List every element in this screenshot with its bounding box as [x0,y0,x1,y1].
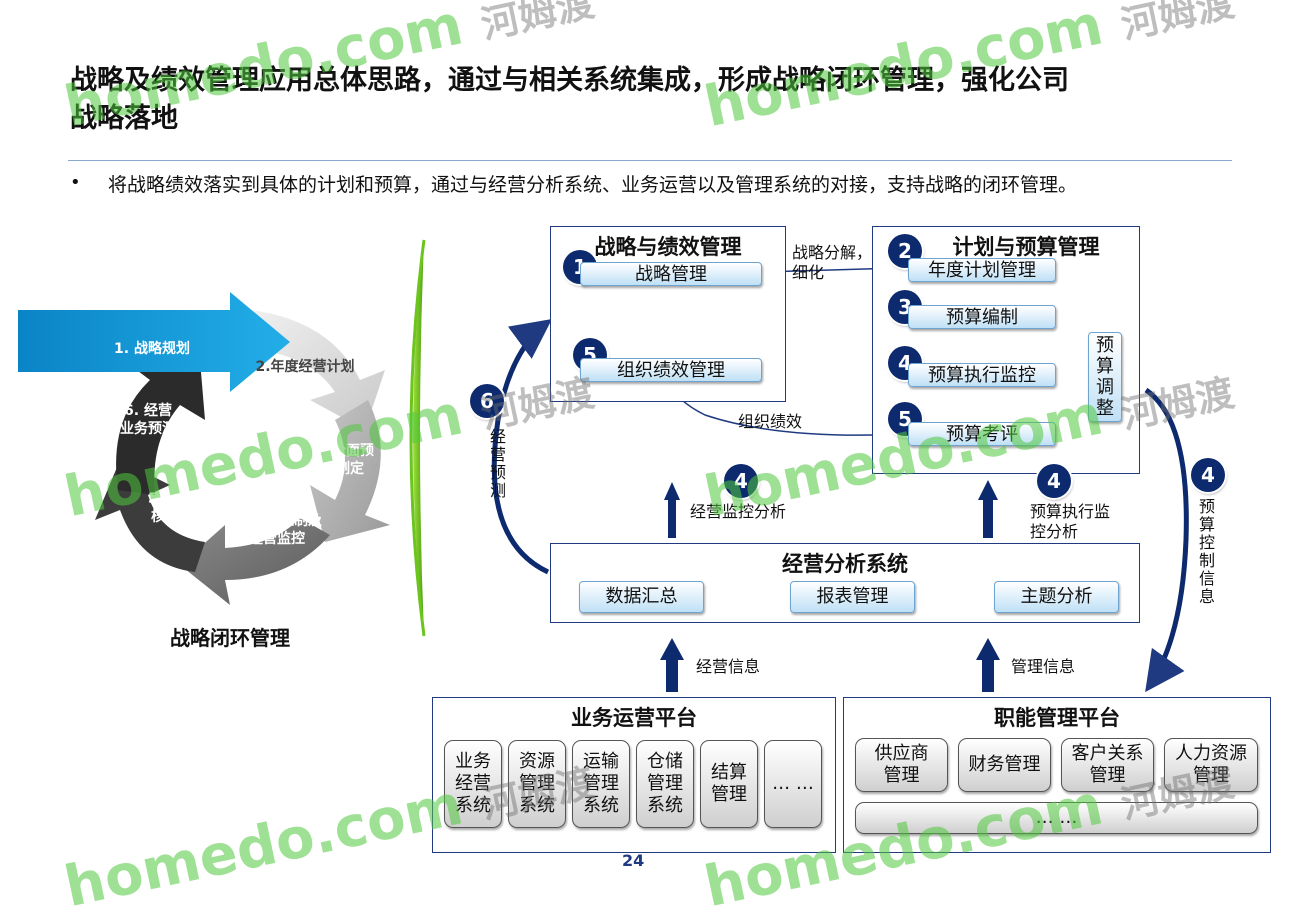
budget-control-label: 预算控制信息 [1198,497,1215,606]
strategy-decompose-label: 战略分解，细化 [792,243,873,282]
ops-panel-title: 业务运营平台 [571,706,697,730]
cycle-segment-1 [18,292,290,392]
budget-compile-box[interactable]: 预算编制 [908,305,1056,329]
data-summary-box[interactable]: 数据汇总 [579,581,704,613]
theme-analysis-box[interactable]: 主题分析 [994,581,1119,613]
budget-monitor-flow-number: 4 [1037,464,1071,498]
ops-item-6[interactable]: … … [764,740,822,828]
ops-item-3[interactable]: 运输管理系统 [572,740,630,828]
biz-monitor-number: 4 [724,464,758,498]
func-item-crm[interactable]: 客户关系管理 [1061,738,1154,792]
cycle-segment-4 [180,518,330,605]
func-item-more[interactable]: … … [855,802,1258,834]
ops-item-3-label: 运输管理系统 [583,751,619,816]
bullet-text: 将战略绩效落实到具体的计划和预算，通过与经营分析系统、业务运营以及管理系统的对接… [108,174,1078,196]
biz-info-label: 经营信息 [696,657,761,676]
budget-monitor-box[interactable]: 预算执行监控 [908,363,1056,387]
func-panel-title: 职能管理平台 [994,706,1120,730]
cycle-step-2: 2.年度经营计划 [255,359,355,375]
func-item-hr-label: 人力资源管理 [1175,743,1247,786]
cycle-segment-3 [310,400,390,542]
ops-item-6-label: … … [772,773,814,794]
budget-adjust-box[interactable]: 预算调整 [1088,332,1122,422]
ops-item-5[interactable]: 结算管理 [700,740,758,828]
budget-monitor-flow-label: 预算执行监控分析 [1030,502,1111,541]
org-performance-flow-label: 组织绩效 [738,412,803,431]
page-number: 24 [622,851,645,870]
func-item-finance[interactable]: 财务管理 [958,738,1051,792]
analysis-panel-title: 经营分析系统 [782,552,908,576]
page-title: 战略及绩效管理应用总体思路，通过与相关系统集成，形成战略闭环管理，强化公司战略落… [70,65,1069,134]
biz-monitor-label: 经营监控分析 [690,502,787,521]
func-item-crm-label: 客户关系管理 [1071,743,1144,786]
budget-control-number: 4 [1191,458,1225,492]
strategy-mgmt-box[interactable]: 战略管理 [580,262,762,286]
strategy-panel-title: 战略与绩效管理 [594,235,742,259]
ops-item-2-label: 资源管理系统 [519,751,555,816]
budget-review-box[interactable]: 预算考评 [908,422,1056,446]
ops-item-1[interactable]: 业务经营系统 [444,740,502,828]
ops-item-5-label: 结算管理 [711,762,747,805]
ops-item-1-label: 业务经营系统 [455,751,491,816]
forecast-number: 6 [470,384,504,418]
report-mgmt-box[interactable]: 报表管理 [790,581,915,613]
plan-panel-title: 计划与预算管理 [952,235,1100,259]
forecast-label: 经营预测 [489,427,506,500]
func-item-more-label: … … [1035,807,1078,828]
cycle-step-4: 4. 预算控制及经营监控 [232,513,322,547]
mgmt-info-label: 管理信息 [1011,657,1076,676]
cycle-step-3: 3. 全面预算制定 [312,443,374,477]
cycle-step-5: 5. 绩效考核和改进 [148,491,210,525]
annual-plan-box[interactable]: 年度计划管理 [908,258,1056,282]
cycle-step-1: 1. 战略规划 [114,341,190,357]
ops-item-4-label: 仓储管理系统 [647,751,683,816]
org-performance-box[interactable]: 组织绩效管理 [580,358,762,382]
green-divider [409,239,426,637]
ops-item-4[interactable]: 仓储管理系统 [636,740,694,828]
func-item-supplier[interactable]: 供应商管理 [855,738,948,792]
ops-item-2[interactable]: 资源管理系统 [508,740,566,828]
bullet-marker: • [70,172,81,193]
cycle-segment-6 [116,360,205,495]
cycle-caption: 战略闭环管理 [170,626,290,650]
func-item-hr[interactable]: 人力资源管理 [1164,738,1258,792]
strategy-cycle-graphic [18,292,390,605]
cycle-step-6: 6. 经营业务预测 [120,403,176,437]
func-item-supplier-label: 供应商管理 [874,743,929,786]
title-divider [68,160,1232,161]
func-item-finance-label: 财务管理 [968,754,1041,775]
